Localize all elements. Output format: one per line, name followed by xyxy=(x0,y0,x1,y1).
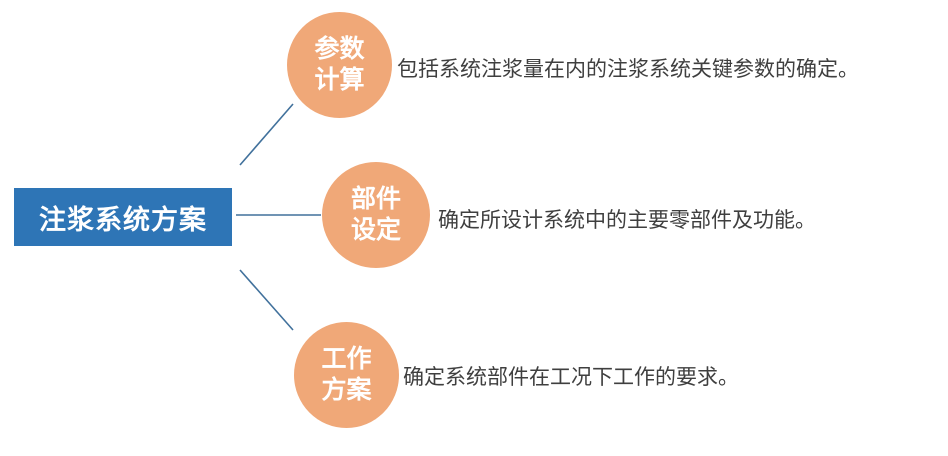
node-label-line: 方案 xyxy=(321,376,372,404)
description-work-plan: 确定系统部件在工况下工作的要求。 xyxy=(403,366,739,389)
node-label-line: 参数 xyxy=(314,34,365,63)
root-node: 注浆系统方案 xyxy=(14,188,232,246)
node-label-line: 设定 xyxy=(350,216,401,244)
node-parameter-calculation: 参数 计算 xyxy=(287,12,392,118)
root-node-label: 注浆系统方案 xyxy=(39,204,207,235)
node-label-line: 部件 xyxy=(350,184,401,213)
description-component-setting: 确定所设计系统中的主要零部件及功能。 xyxy=(438,209,816,232)
connector-line-top xyxy=(239,103,294,166)
connector-line-bottom xyxy=(239,269,294,331)
description-parameter-calculation: 包括系统注浆量在内的注浆系统关键参数的确定。 xyxy=(397,58,859,81)
node-label-line: 计算 xyxy=(314,66,365,94)
node-work-plan: 工作 方案 xyxy=(294,322,399,428)
node-component-setting: 部件 设定 xyxy=(322,162,430,268)
node-label-line: 工作 xyxy=(321,344,372,373)
